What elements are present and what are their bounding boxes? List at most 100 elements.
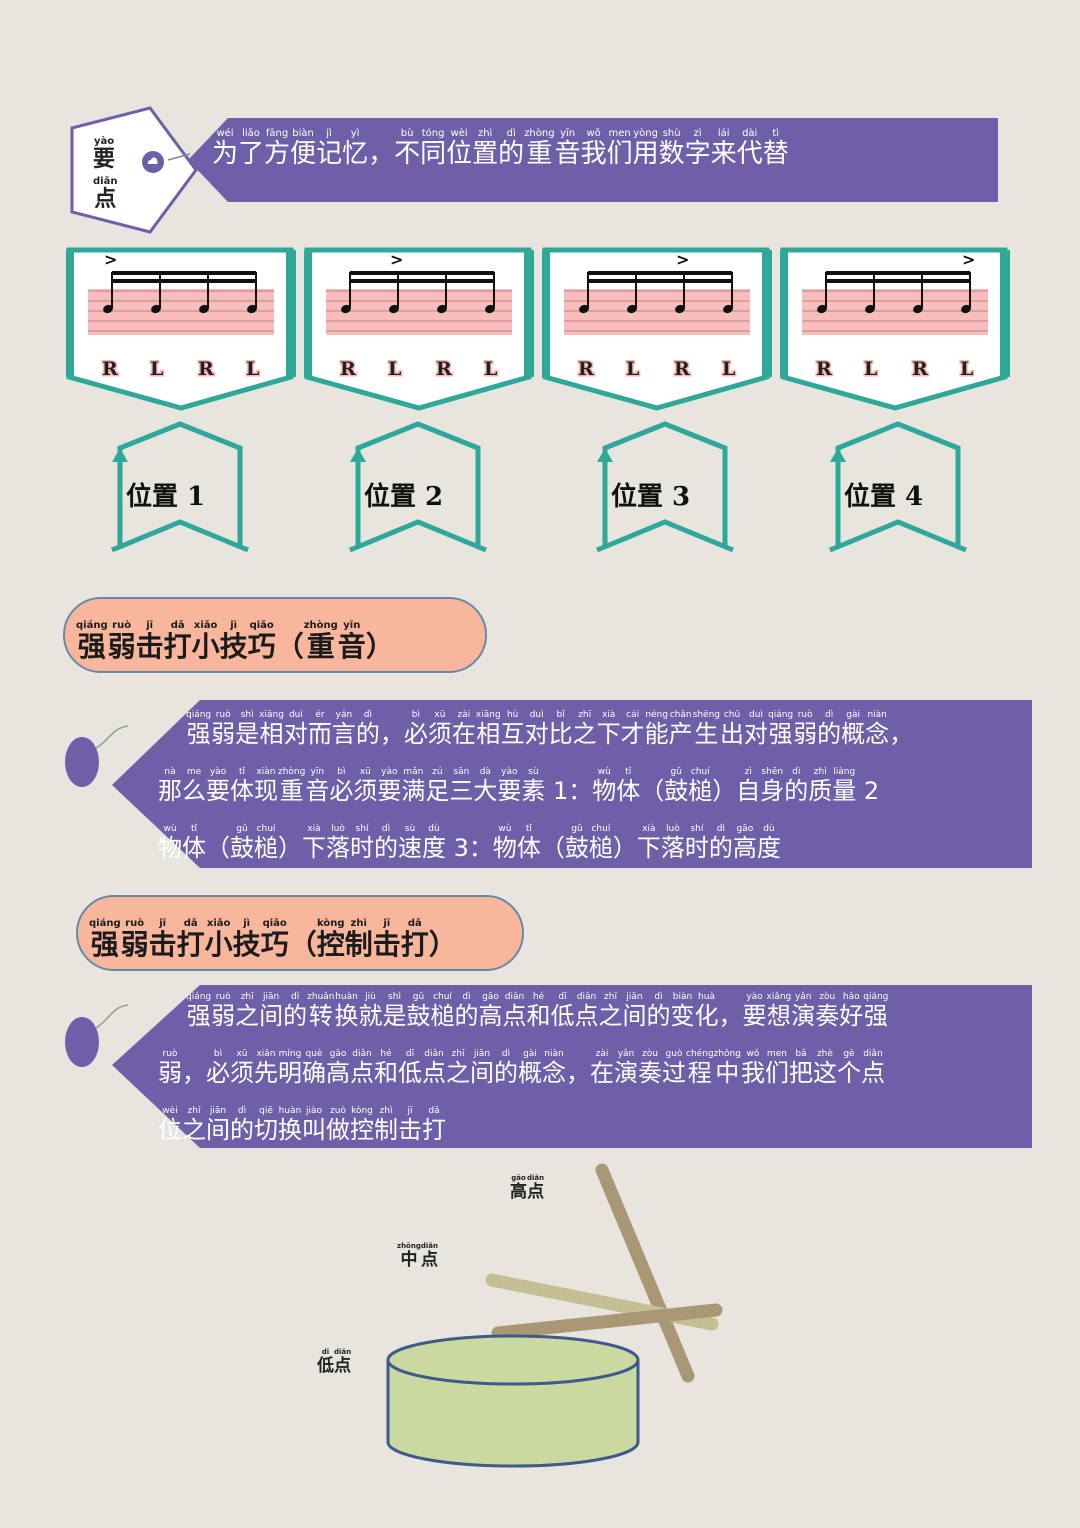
- section1-char: 在zài: [451, 710, 476, 748]
- section2-char: 化huà: [694, 992, 719, 1030]
- section2-title-char: 强qiáng: [89, 918, 121, 961]
- low-point-label: 低dī点diǎn: [317, 1348, 351, 1376]
- section2-char: 点diǎn: [422, 1049, 446, 1087]
- sticking-letter: L: [864, 358, 877, 380]
- section1-title-char: 音yīn: [337, 620, 366, 663]
- section1-char: 鼓gǔ: [230, 824, 254, 862]
- section1-title: 强qiáng弱ruò击jī打dǎ小xiǎo技jì巧qiǎo（重zhòng音yīn…: [76, 620, 394, 665]
- section2-char: 在zài: [590, 1049, 614, 1087]
- section1-char: 言yán: [331, 710, 356, 748]
- section1-char: 下xià: [302, 824, 326, 862]
- note-head: [913, 304, 923, 314]
- section1-char: 么me: [182, 767, 206, 805]
- note-head: [817, 304, 827, 314]
- section2-char: 低dī: [398, 1049, 422, 1087]
- banner-char: ，: [368, 139, 395, 169]
- section1-title-char: 技jì: [219, 620, 248, 663]
- beam: [588, 279, 732, 283]
- section2-line: 弱ruò，必bì须xū先xiān明míng确què高gāo点diǎn和hé低dī…: [158, 1045, 888, 1102]
- section1-char: 的dì: [355, 710, 380, 748]
- arrow-frame: [355, 421, 481, 548]
- beam: [350, 279, 494, 283]
- section1-char: 身shēn: [760, 767, 785, 805]
- section2-title-char: 巧qiǎo: [260, 918, 289, 961]
- section2-char: 过guò: [662, 1049, 686, 1087]
- section2-char: 叫jiào: [302, 1106, 326, 1144]
- section1-char: 的dì: [817, 710, 842, 748]
- section2-char: 强qiáng: [186, 992, 212, 1030]
- section1-char: 相xiāng: [475, 710, 501, 748]
- section1-char: 是shì: [235, 710, 260, 748]
- section2-char: 要yào: [742, 992, 767, 1030]
- banner-char: 代dài: [736, 128, 763, 169]
- section1-char: ）: [278, 834, 302, 862]
- section2-char: 确què: [302, 1049, 326, 1087]
- section1-char: 度dù: [756, 824, 781, 862]
- position-label-3: 位置 3: [611, 482, 691, 512]
- banner-char: 置zhì: [472, 128, 499, 169]
- section1-title-char: 重zhòng: [303, 620, 338, 663]
- section1-char: 大dà: [473, 767, 498, 805]
- high-point-char: 高gāo: [510, 1174, 527, 1202]
- banner-char: 数shù: [658, 128, 685, 169]
- section1-char: 2: [856, 777, 880, 805]
- section2-char: 之zhī: [598, 992, 623, 1030]
- section1-title-char: 弱ruò: [107, 620, 136, 663]
- section1-bubble: [65, 700, 1032, 868]
- beam: [112, 271, 256, 275]
- section2-title-char: 控kòng: [316, 918, 345, 961]
- sticking-letter: L: [626, 358, 639, 380]
- note-head: [199, 304, 209, 314]
- section2-char: 先xiān: [254, 1049, 278, 1087]
- section1-char: ）: [612, 834, 637, 862]
- section1-char: 落luò: [660, 824, 685, 862]
- sticking-letter: L: [246, 358, 259, 380]
- staff-glow: [564, 289, 750, 335]
- section2-char: 做zuò: [326, 1106, 350, 1144]
- banner-char: 们men: [606, 128, 633, 169]
- note-head: [961, 304, 971, 314]
- section2-char: 点diǎn: [502, 992, 527, 1030]
- section1-char: 要yào: [377, 767, 402, 805]
- position-label-1: 位置 1: [126, 482, 206, 512]
- section2-char: 换huàn: [278, 1106, 302, 1144]
- section1-title-char: 巧qiǎo: [247, 620, 276, 663]
- section2-char: 之zhī: [446, 1049, 470, 1087]
- section2-char: 这zhè: [812, 1049, 837, 1087]
- section2-char: 和hé: [526, 992, 551, 1030]
- sticking-letter: L: [484, 358, 497, 380]
- section2-title-char: 打dǎ: [400, 918, 429, 961]
- arrow-frame: [602, 421, 728, 548]
- beam: [588, 271, 732, 275]
- section1-char: 重zhòng: [278, 767, 306, 805]
- banner-char: 替tì: [762, 128, 789, 169]
- high-point-char: 点diǎn: [527, 1174, 545, 1202]
- beam: [112, 279, 256, 283]
- section2-char: 程chéng: [686, 1049, 714, 1087]
- section2-char: 间jiān: [470, 1049, 494, 1087]
- banner-char: 音yīn: [554, 128, 581, 169]
- position-arrow-4: [829, 421, 967, 553]
- section2-char: 强qiáng: [863, 992, 889, 1030]
- sticking-letter: R: [674, 358, 690, 380]
- beam: [826, 271, 970, 275]
- section1-line: 强qiáng弱ruò是shì相xiāng对duì而ér言yán的dì，必bì须x…: [158, 706, 913, 763]
- section1-char: 强qiáng: [768, 710, 794, 748]
- section2-line: 强qiáng弱ruò之zhī间jiān的dì转zhuǎn换huàn就jiù是sh…: [158, 988, 888, 1045]
- section1-char: 产chǎn: [668, 710, 693, 748]
- section2-title-char: 弱ruò: [120, 918, 149, 961]
- sticking-letter: R: [340, 358, 356, 380]
- section1-char: （: [640, 777, 665, 805]
- section2-char: 低dī: [550, 992, 575, 1030]
- section1-char: 现xiàn: [254, 767, 278, 805]
- section2-char: 鼓gǔ: [406, 992, 431, 1030]
- position-arrow-1: [111, 421, 249, 553]
- section2-title-char: 小xiǎo: [204, 918, 233, 961]
- section2-char: 换huàn: [334, 992, 359, 1030]
- note-head: [675, 304, 685, 314]
- section1-char: 下xià: [636, 824, 661, 862]
- section1-char: 对duì: [524, 710, 549, 748]
